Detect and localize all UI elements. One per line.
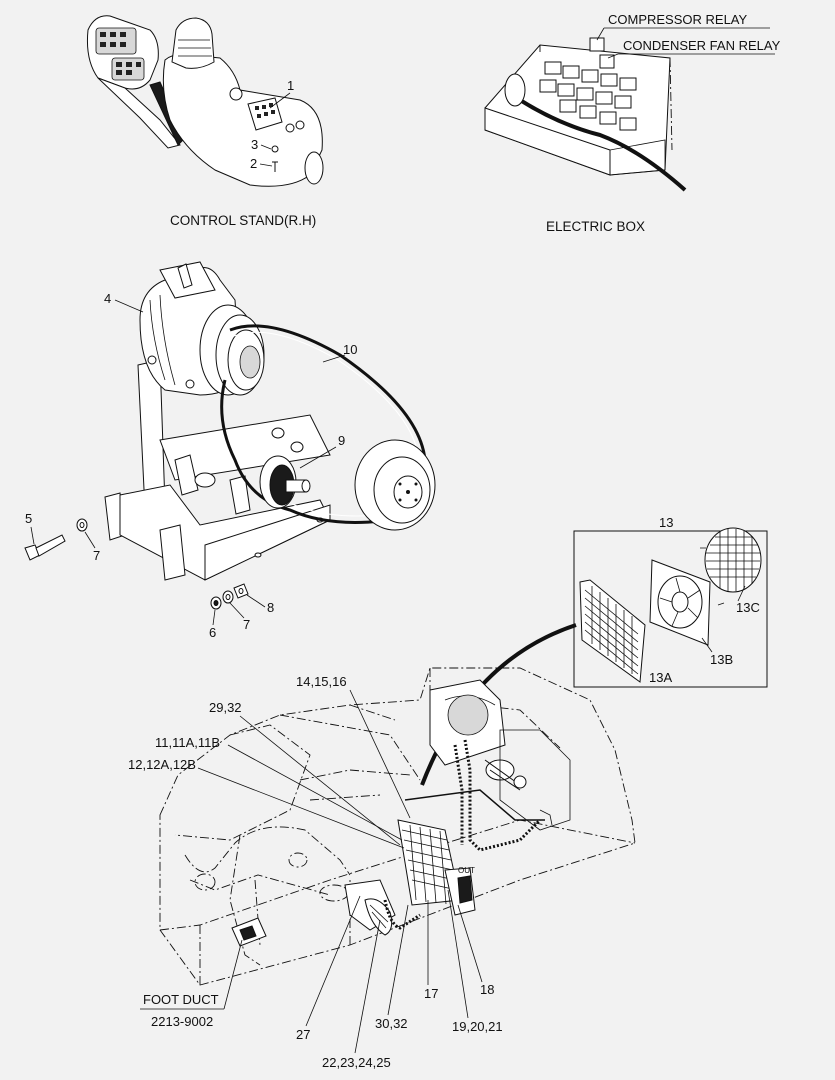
label-foot-duct-part-no: 2213-9002 <box>151 1014 213 1029</box>
callout-7b: 7 <box>243 617 250 632</box>
callout-4: 4 <box>104 291 111 306</box>
callout-1: 1 <box>287 78 294 93</box>
callout-13b: 13B <box>710 652 733 667</box>
callout-6: 6 <box>209 625 216 640</box>
condenser-detail-box <box>573 527 768 688</box>
control-stand-illustration <box>87 15 324 187</box>
callout-3: 3 <box>251 137 258 152</box>
caption-electric-box: ELECTRIC BOX <box>546 219 645 234</box>
label-compressor-relay: COMPRESSOR RELAY <box>608 12 748 27</box>
callout-8: 8 <box>267 600 274 615</box>
callout-2: 2 <box>250 156 257 171</box>
condenser-pointer <box>420 623 577 786</box>
callout-5: 5 <box>25 511 32 526</box>
electric-box-illustration <box>484 37 687 192</box>
callout-17: 17 <box>424 986 438 1001</box>
callout-14-15-16: 14,15,16 <box>296 674 347 689</box>
callout-13: 13 <box>659 515 673 530</box>
callout-18: 18 <box>480 982 494 997</box>
callout-29-32: 29,32 <box>209 700 242 715</box>
caption-control-stand: CONTROL STAND(R.H) <box>170 213 316 228</box>
callout-19-20-21: 19,20,21 <box>452 1019 503 1034</box>
callout-11-11a-11b: 11,11A,11B <box>155 735 220 750</box>
compressor-assembly <box>24 261 436 610</box>
callout-27: 27 <box>296 1027 310 1042</box>
label-foot-duct: FOOT DUCT <box>143 992 219 1007</box>
callout-22-23-24-25: 22,23,24,25 <box>322 1055 391 1070</box>
label-out: OUT <box>458 866 475 875</box>
callout-9: 9 <box>338 433 345 448</box>
callout-13c: 13C <box>736 600 760 615</box>
label-condenser-fan-relay: CONDENSER FAN RELAY <box>623 38 781 53</box>
callout-10: 10 <box>343 342 357 357</box>
callout-7a: 7 <box>93 548 100 563</box>
machine-frame-illustration: OUT <box>159 667 636 986</box>
callout-13a: 13A <box>649 670 672 685</box>
callout-12-12a-12b: 12,12A,12B <box>128 757 196 772</box>
callout-30-32: 30,32 <box>375 1016 408 1031</box>
